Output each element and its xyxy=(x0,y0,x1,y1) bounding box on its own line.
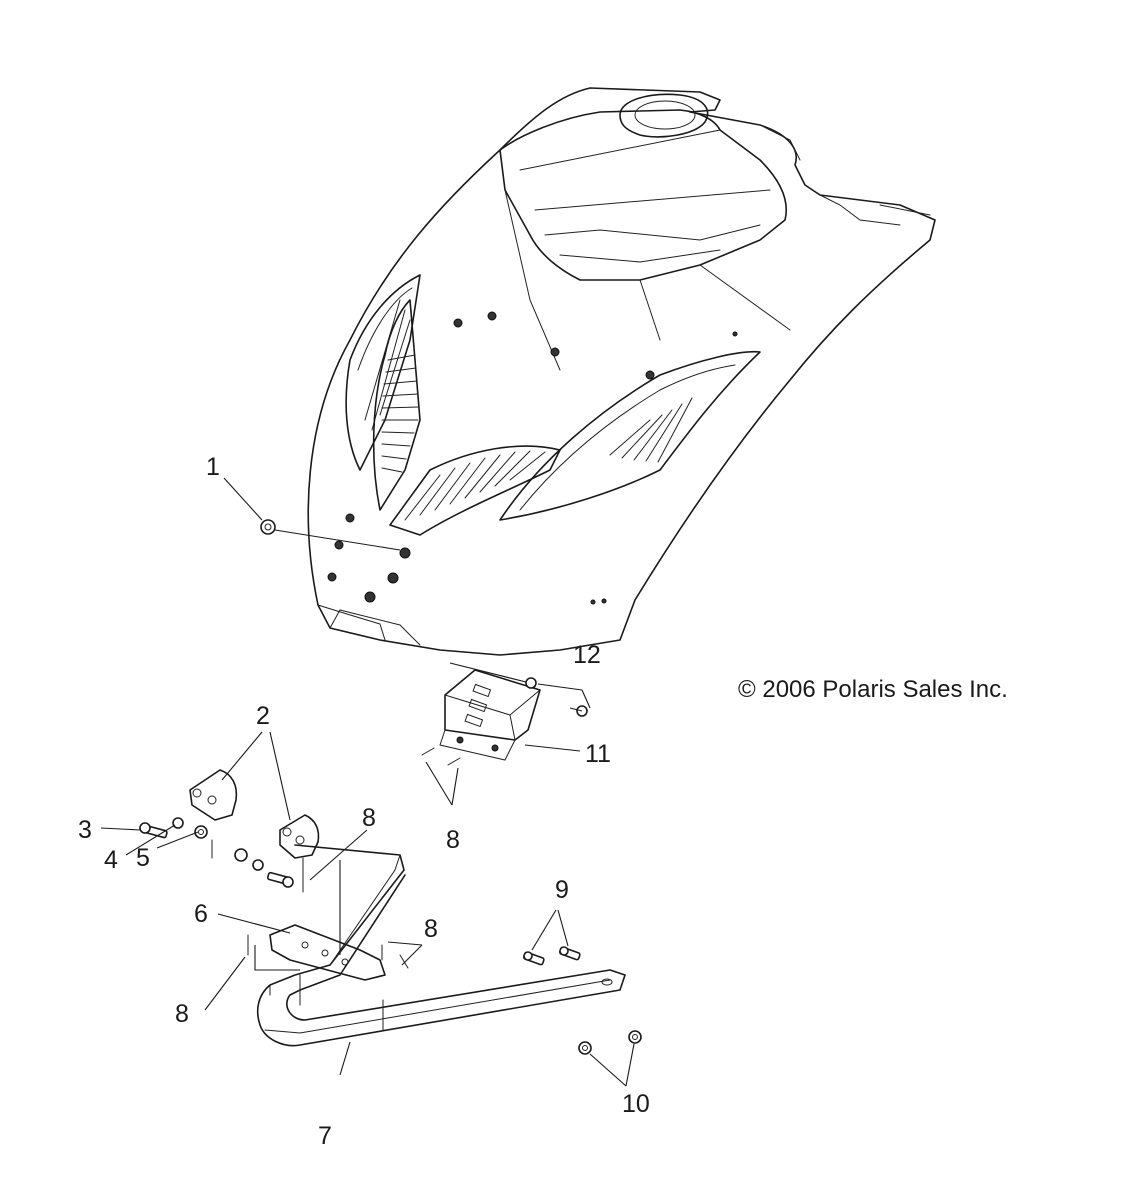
copyright-notice: © 2006 Polaris Sales Inc. xyxy=(738,676,1008,703)
callout-1: 1 xyxy=(206,453,220,481)
part-10-nuts xyxy=(578,1030,642,1055)
callout-2: 2 xyxy=(256,702,270,730)
hood-assembly xyxy=(307,87,936,656)
lower-grille-lines xyxy=(404,450,546,521)
callout-8-left: 8 xyxy=(175,1000,189,1028)
callout-8-bracket: 8 xyxy=(446,826,460,854)
part-9-bolts xyxy=(522,946,581,966)
callout-7: 7 xyxy=(318,1122,332,1150)
callout-labels: 1 2 3 4 5 6 7 8 8 8 8 9 10 11 12 xyxy=(78,453,650,1150)
callout-3: 3 xyxy=(78,816,92,844)
right-grille-lines xyxy=(609,397,693,463)
part-7-bumper xyxy=(256,844,626,1047)
part-12-nuts xyxy=(525,677,588,717)
part-1-grommet xyxy=(260,519,401,551)
callout-11: 11 xyxy=(585,740,611,768)
callout-12: 12 xyxy=(573,641,601,669)
callout-6: 6 xyxy=(194,900,208,928)
callout-10: 10 xyxy=(622,1090,650,1118)
callout-4: 4 xyxy=(104,846,118,874)
callout-9: 9 xyxy=(555,876,569,904)
center-grille-lines xyxy=(381,354,420,473)
part-3-bolt xyxy=(139,822,168,839)
callout-8-top: 8 xyxy=(362,804,376,832)
part-6-bumper-mount xyxy=(269,924,386,981)
part-2-brackets xyxy=(189,769,320,859)
hood-mounting-holes xyxy=(327,311,738,605)
part-4-washer xyxy=(172,817,184,829)
callout-8-right: 8 xyxy=(424,915,438,943)
part-8-rivets xyxy=(247,747,461,1031)
part-11-mount-bracket xyxy=(439,662,581,761)
hardware-set-2 xyxy=(211,839,304,893)
part-5-nut xyxy=(194,825,208,839)
leader-lines xyxy=(100,477,635,1087)
callout-5: 5 xyxy=(136,844,150,872)
